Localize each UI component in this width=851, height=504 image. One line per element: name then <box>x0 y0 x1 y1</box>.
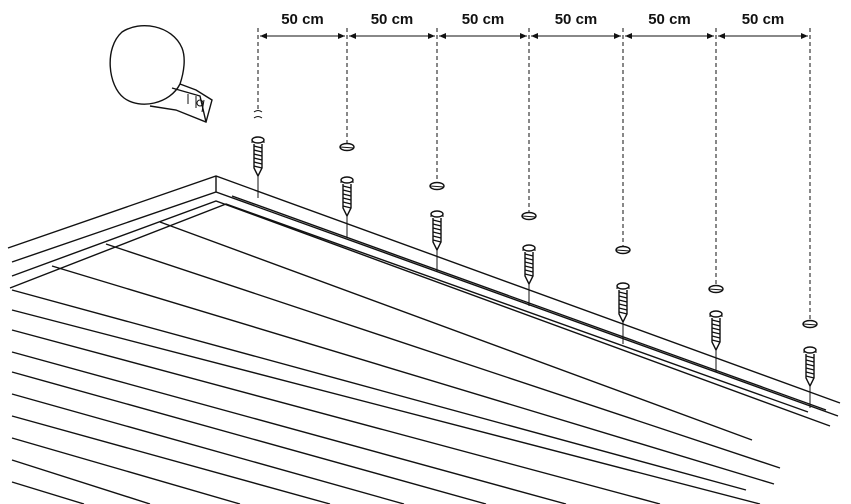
deck-boards <box>11 221 781 504</box>
spacing-label: 50 cm <box>742 11 785 28</box>
arrowhead <box>338 33 345 39</box>
board-edge <box>105 243 781 469</box>
screw-icon <box>251 136 265 144</box>
board-edge <box>11 329 661 504</box>
deck-frame <box>7 175 841 427</box>
fasteners <box>251 110 818 408</box>
board-edge <box>11 351 567 504</box>
board-edge <box>11 481 85 504</box>
spacing-label: 50 cm <box>555 11 598 28</box>
board-edge <box>11 289 747 491</box>
screw-icon <box>803 346 817 354</box>
board-edge <box>11 371 487 504</box>
board-edge <box>11 393 405 504</box>
spacing-label: 50 cm <box>281 11 324 28</box>
arrowhead <box>531 33 538 39</box>
board-edge <box>11 459 151 504</box>
arrowhead <box>428 33 435 39</box>
arrowhead <box>439 33 446 39</box>
arrowhead <box>349 33 356 39</box>
spacing-label: 50 cm <box>462 11 505 28</box>
fastener <box>615 245 631 344</box>
dimension-group: 50 cm 50 cm 50 cm 50 cm 50 cm 50 cm <box>257 11 811 320</box>
board-edge <box>159 221 753 441</box>
screw-icon <box>340 176 354 184</box>
screw-icon <box>430 210 444 218</box>
arrowhead <box>614 33 621 39</box>
fastener <box>802 319 818 408</box>
arrowhead <box>625 33 632 39</box>
screw-icon <box>522 244 536 252</box>
spacing-label: 50 cm <box>648 11 691 28</box>
board-edge <box>11 309 761 504</box>
arrowhead <box>707 33 714 39</box>
board-edge <box>11 415 331 504</box>
arrowhead <box>801 33 808 39</box>
board-edge <box>11 437 241 504</box>
arrowhead <box>520 33 527 39</box>
mark-icon <box>253 110 263 119</box>
screw-icon <box>709 310 723 318</box>
measuring-tape-icon <box>109 25 213 123</box>
arrowhead <box>718 33 725 39</box>
arrowhead <box>260 33 267 39</box>
fastener <box>251 110 265 198</box>
board-edge <box>51 265 775 485</box>
fastener <box>521 211 537 306</box>
fastener <box>339 142 355 238</box>
spacing-label: 50 cm <box>371 11 414 28</box>
screw-icon <box>616 282 630 290</box>
fastener <box>708 284 724 372</box>
fastener <box>429 181 445 272</box>
